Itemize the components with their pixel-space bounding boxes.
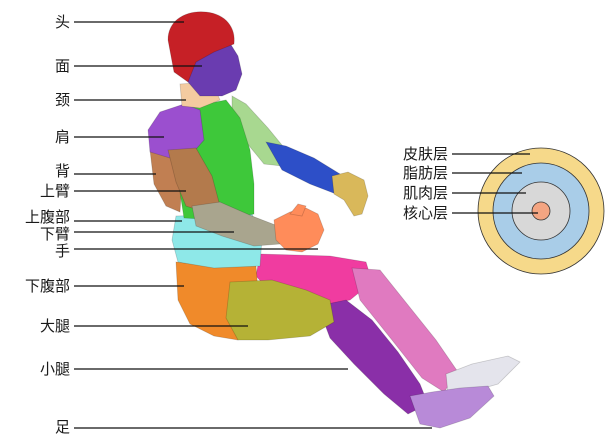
label-lower-abdomen: 下腹部 bbox=[25, 277, 70, 295]
human-model bbox=[148, 12, 520, 428]
layer-core-circle bbox=[532, 202, 550, 220]
segment-right-hand bbox=[332, 172, 368, 216]
segment-right-forearm bbox=[266, 142, 340, 194]
label-forearm: 下臂 bbox=[40, 225, 70, 243]
label-upper-abdomen: 上腹部 bbox=[25, 208, 70, 226]
label-neck: 颈 bbox=[55, 91, 70, 109]
label-upper-arm: 上臂 bbox=[40, 182, 70, 200]
label-muscle-layer: 肌肉层 bbox=[403, 184, 448, 202]
label-hand: 手 bbox=[55, 242, 70, 260]
layer-diagram: 皮肤层 脂肪层 肌肉层 核心层 bbox=[403, 145, 604, 274]
label-face: 面 bbox=[55, 57, 70, 75]
label-back: 背 bbox=[55, 162, 70, 180]
body-labels: 头 面 颈 肩 背 上臂 上腹部 下臂 手 下腹部 大腿 小腿 足 bbox=[25, 13, 70, 435]
label-calf: 小腿 bbox=[40, 360, 70, 378]
label-foot: 足 bbox=[55, 418, 70, 435]
label-fat-layer: 脂肪层 bbox=[403, 164, 448, 182]
label-skin-layer: 皮肤层 bbox=[403, 145, 448, 163]
label-core-layer: 核心层 bbox=[403, 204, 448, 222]
label-head: 头 bbox=[55, 13, 70, 31]
label-thigh: 大腿 bbox=[40, 317, 70, 335]
label-shoulder: 肩 bbox=[55, 128, 70, 146]
